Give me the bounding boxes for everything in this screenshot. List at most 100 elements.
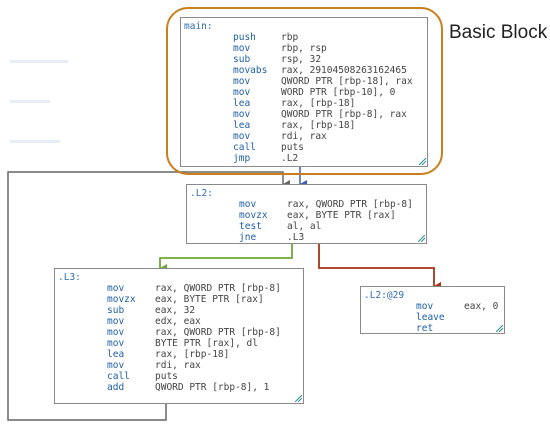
mnemonic: jmp: [233, 153, 251, 164]
operands: WORD PTR [rbp-10], 0: [281, 87, 396, 98]
operands: puts: [155, 371, 178, 382]
mnemonic: mov: [233, 43, 251, 54]
instruction-row: mov rax, QWORD PTR [rbp-8]: [107, 283, 303, 294]
instruction-row: push rbp: [233, 32, 427, 43]
block-main[interactable]: main: push rbp mov rbp, rsp sub rsp, 32 mov…: [180, 17, 428, 167]
operands: edx, eax: [155, 316, 201, 327]
operands: rdi, rax: [155, 360, 201, 371]
instruction-list: mov eax, 0 leave ret: [364, 301, 504, 334]
resize-grip-icon[interactable]: [419, 158, 426, 165]
mnemonic: mov: [233, 76, 251, 87]
mnemonic: mov: [233, 109, 251, 120]
block-l3[interactable]: .L3: mov rax, QWORD PTR [rbp-8] movzx eax,…: [54, 268, 304, 404]
instruction-row: mov rax, QWORD PTR [rbp-8]: [239, 199, 426, 210]
resize-grip-icon[interactable]: [295, 395, 302, 402]
instruction-row: mov QWORD PTR [rbp-8], rax: [233, 109, 427, 120]
operands: rbp, rsp: [281, 43, 327, 54]
mnemonic: add: [107, 382, 125, 393]
mnemonic: call: [233, 142, 256, 153]
resize-grip-icon[interactable]: [496, 325, 503, 332]
instruction-row: add QWORD PTR [rbp-8], 1: [107, 382, 303, 393]
mnemonic: lea: [233, 120, 251, 131]
mnemonic: movzx: [239, 210, 268, 221]
operands: QWORD PTR [rbp-18], rax: [281, 76, 413, 87]
mnemonic: sub: [107, 305, 125, 316]
mnemonic: mov: [233, 87, 251, 98]
operands: rax, QWORD PTR [rbp-8]: [155, 283, 281, 294]
operands: eax, 0: [464, 301, 499, 312]
instruction-row: sub rsp, 32: [233, 54, 427, 65]
instruction-row: mov rbp, rsp: [233, 43, 427, 54]
block-l2-exit[interactable]: .L2:@29 mov eax, 0 leave ret: [360, 286, 505, 334]
edge-l2-to-l3: [159, 244, 293, 272]
operands: .L2: [281, 153, 299, 164]
operands: rsp, 32: [281, 54, 322, 65]
background-artifact: [10, 100, 50, 103]
block-l2[interactable]: .L2: mov rax, QWORD PTR [rbp-8] movzx eax,…: [186, 184, 427, 244]
operands: rax, QWORD PTR [rbp-8]: [287, 199, 413, 210]
instruction-row: movzx eax, BYTE PTR [rax]: [107, 294, 303, 305]
instruction-row: jmp .L2: [233, 153, 427, 164]
operands: rdi, rax: [281, 131, 327, 142]
basic-block-highlight: [166, 7, 443, 175]
operands: rax, QWORD PTR [rbp-8]: [155, 327, 281, 338]
block-label: .L2:@29: [364, 290, 405, 301]
mnemonic: leave: [416, 312, 445, 323]
instruction-row: mov WORD PTR [rbp-10], 0: [233, 87, 427, 98]
edge-l2-to-exit: [318, 244, 441, 290]
operands: QWORD PTR [rbp-8], rax: [281, 109, 407, 120]
mnemonic: test: [239, 221, 262, 232]
instruction-row: call puts: [107, 371, 303, 382]
instruction-row: test al, al: [239, 221, 426, 232]
instruction-row: mov rax, QWORD PTR [rbp-8]: [107, 327, 303, 338]
mnemonic: mov: [233, 131, 251, 142]
mnemonic: mov: [107, 327, 125, 338]
block-label: .L3:: [58, 272, 81, 283]
instruction-row: jne .L3: [239, 232, 426, 243]
mnemonic: mov: [416, 301, 434, 312]
mnemonic: movabs: [233, 65, 268, 76]
mnemonic: lea: [233, 98, 251, 109]
mnemonic: mov: [239, 199, 257, 210]
operands: al, al: [287, 221, 322, 232]
basic-block-caption: Basic Block: [449, 22, 548, 43]
mnemonic: jne: [239, 232, 257, 243]
instruction-row: mov edx, eax: [107, 316, 303, 327]
mnemonic: mov: [107, 316, 125, 327]
operands: eax, BYTE PTR [rax]: [155, 294, 264, 305]
instruction-row: call puts: [233, 142, 427, 153]
instruction-row: leave: [416, 312, 504, 323]
mnemonic: push: [233, 32, 256, 43]
block-label: main:: [184, 21, 213, 32]
instruction-row: ret: [416, 323, 504, 334]
operands: rax, [rbp-18]: [281, 120, 356, 131]
operands: rax, [rbp-18]: [155, 349, 230, 360]
operands: .L3: [287, 232, 305, 243]
mnemonic: ret: [416, 323, 434, 334]
mnemonic: call: [107, 371, 130, 382]
mnemonic: sub: [233, 54, 251, 65]
instruction-list: mov rax, QWORD PTR [rbp-8] movzx eax, BYTE…: [190, 199, 426, 243]
mnemonic: mov: [107, 283, 125, 294]
mnemonic: movzx: [107, 294, 136, 305]
operands: QWORD PTR [rbp-8], 1: [155, 382, 270, 393]
instruction-row: mov eax, 0: [416, 301, 504, 312]
resize-grip-icon[interactable]: [418, 235, 425, 242]
mnemonic: lea: [107, 349, 125, 360]
operands: rbp: [281, 32, 299, 43]
instruction-row: mov rdi, rax: [107, 360, 303, 371]
operands: puts: [281, 142, 304, 153]
instruction-row: mov rdi, rax: [233, 131, 427, 142]
instruction-list: mov rax, QWORD PTR [rbp-8] movzx eax, BYTE…: [58, 283, 303, 393]
instruction-row: mov QWORD PTR [rbp-18], rax: [233, 76, 427, 87]
background-artifact: [10, 140, 60, 143]
mnemonic: mov: [107, 360, 125, 371]
instruction-row: movzx eax, BYTE PTR [rax]: [239, 210, 426, 221]
operands: BYTE PTR [rax], dl: [155, 338, 258, 349]
operands: eax, BYTE PTR [rax]: [287, 210, 396, 221]
block-label: .L2:: [190, 188, 213, 199]
